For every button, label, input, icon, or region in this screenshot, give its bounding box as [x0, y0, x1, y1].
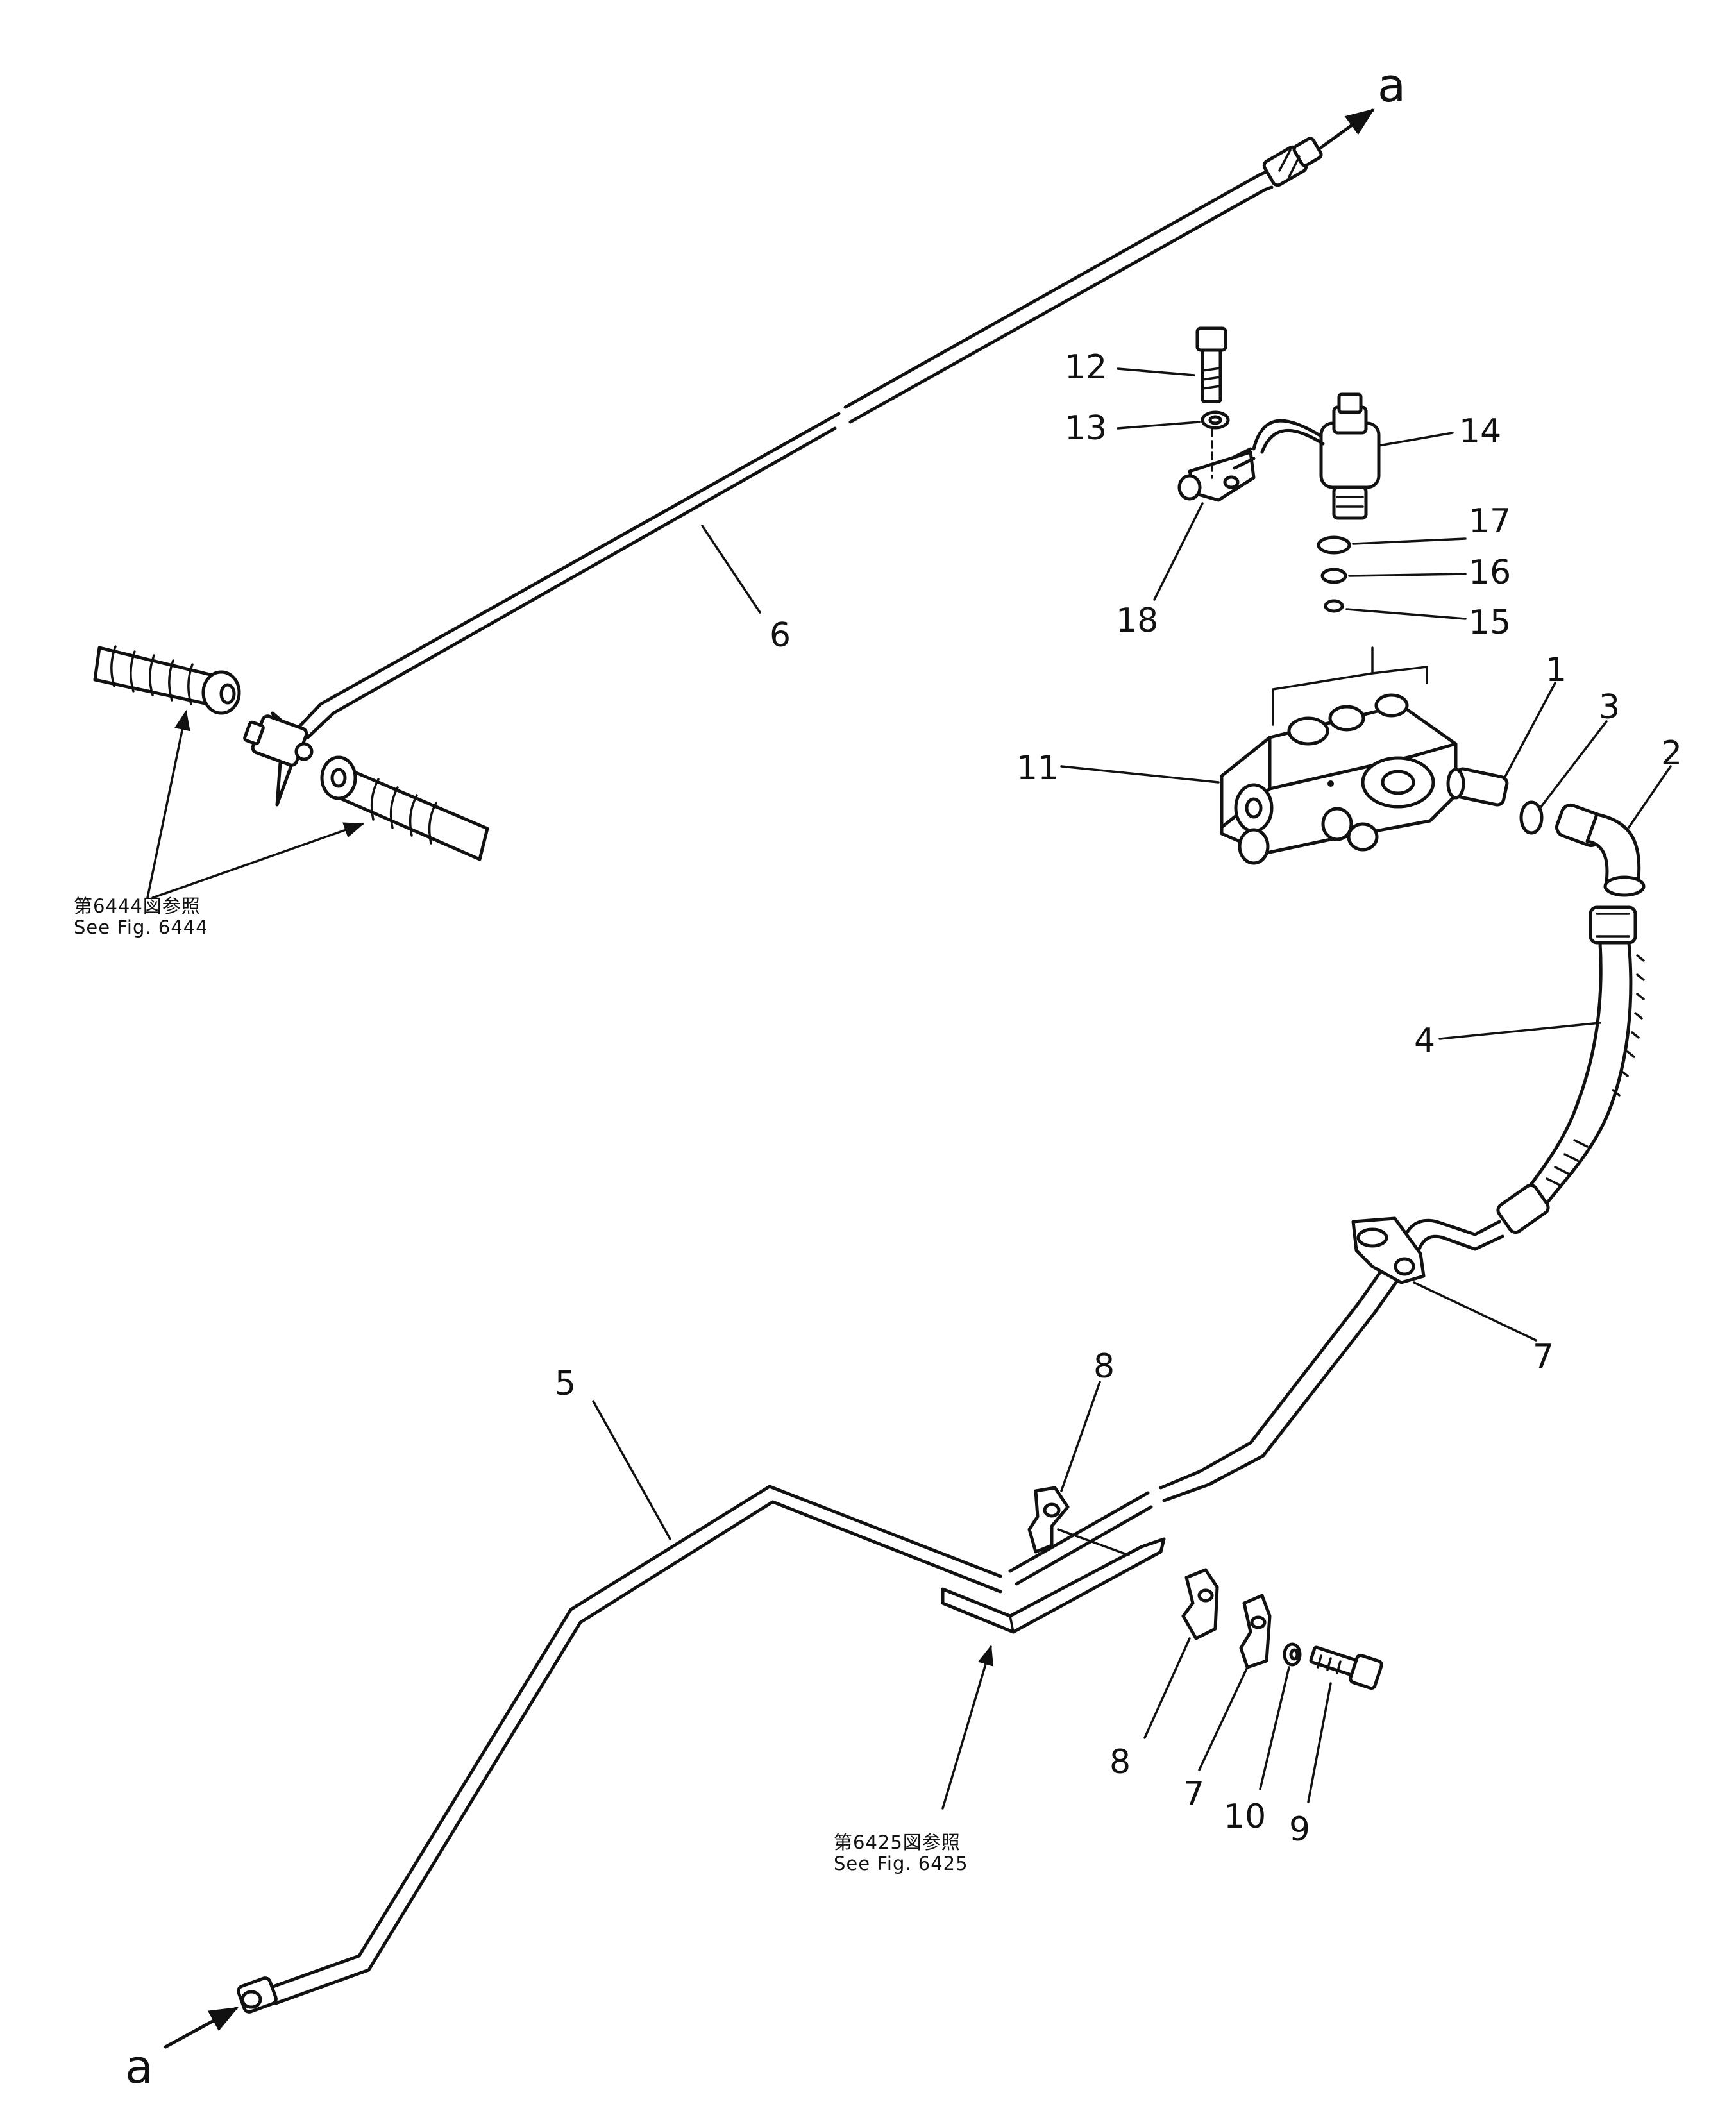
callout-13: 13 [1065, 409, 1107, 448]
leader-7-bottom [1198, 1666, 1249, 1771]
oring-16 [1320, 568, 1347, 584]
clamp-guide-line [1057, 1528, 1130, 1556]
fig6444-ref-en: See Fig. 6444 [74, 916, 208, 938]
fig6425-ref-en: See Fig. 6425 [834, 1853, 968, 1874]
leader-3 [1538, 720, 1608, 811]
tube-5 [267, 1218, 1504, 2005]
clamp-8-lower [1181, 1568, 1219, 1640]
callout-3: 3 [1599, 688, 1620, 727]
leader-13 [1117, 421, 1201, 430]
callout-1: 1 [1546, 651, 1567, 689]
leader-9 [1307, 1682, 1332, 1803]
hose-upper-left [93, 645, 241, 715]
fig6425-leader [941, 1644, 993, 1810]
bolt-12 [1195, 326, 1227, 403]
tube-6-left-fitting [243, 711, 314, 807]
leader-7-top [1413, 1281, 1537, 1342]
callout-9: 9 [1289, 1810, 1310, 1849]
leader-8-top [1060, 1381, 1101, 1492]
part-3-oring [1519, 800, 1544, 835]
valve-body-11 [1220, 693, 1458, 865]
leader-17 [1352, 537, 1467, 545]
part-1-adapter [1446, 767, 1509, 807]
tube-5-clamp-7 [1351, 1216, 1426, 1284]
connection-label-a-bottom: a [125, 2040, 153, 2094]
oring-17 [1317, 535, 1351, 555]
callout-2: 2 [1661, 734, 1682, 773]
leader-15 [1345, 608, 1467, 620]
fig6425-ref-jp: 第6425図参照 [834, 1831, 961, 1853]
fig6444-ref-jp: 第6444図参照 [74, 895, 201, 917]
callout-15: 15 [1469, 603, 1511, 642]
connection-mark-top: a [1319, 58, 1406, 149]
callout-7-bottom: 7 [1183, 1775, 1204, 1814]
callout-4: 4 [1414, 1022, 1435, 1060]
clamp-7-lower [1239, 1594, 1272, 1669]
callout-7-top: 7 [1533, 1338, 1554, 1376]
valve-top-bracket [1272, 646, 1428, 726]
hose-lower-left [320, 755, 489, 861]
tube-5-bundle [941, 1537, 1166, 1634]
connection-label-a-top: a [1378, 58, 1406, 112]
leader-5 [592, 1400, 671, 1540]
leader-14 [1378, 432, 1454, 447]
leader-11 [1060, 765, 1220, 784]
callout-8-bottom: 8 [1109, 1743, 1131, 1781]
clamp-18 [1177, 428, 1256, 502]
callout-10: 10 [1224, 1797, 1266, 1836]
hose-4 [1496, 905, 1645, 1234]
callout-16: 16 [1469, 553, 1511, 592]
leader-8-bottom [1143, 1637, 1191, 1739]
solenoid-14 [1252, 392, 1381, 520]
tube-5-end-fitting [237, 1976, 278, 2014]
leader-4 [1438, 1022, 1601, 1040]
bolt-9 [1309, 1645, 1383, 1690]
callout-17: 17 [1469, 502, 1511, 541]
leader-18 [1153, 502, 1204, 601]
tube-6-end-fitting [1262, 137, 1323, 187]
part-2-elbow [1555, 803, 1646, 897]
callout-18: 18 [1116, 602, 1158, 640]
leader-12 [1117, 367, 1195, 376]
leader-16 [1348, 573, 1467, 577]
callout-5: 5 [555, 1365, 576, 1403]
clamp-8-upper [1027, 1486, 1070, 1554]
washer-10 [1283, 1642, 1302, 1667]
oring-15 [1324, 599, 1344, 613]
callout-14: 14 [1459, 412, 1501, 451]
leader-10 [1259, 1666, 1290, 1790]
callout-8-top: 8 [1093, 1347, 1115, 1386]
callout-12: 12 [1065, 348, 1107, 387]
tube-6 [294, 170, 1274, 739]
leader-2 [1628, 765, 1672, 829]
fig6444-leaders [146, 709, 364, 899]
callout-6: 6 [770, 616, 791, 655]
callout-11: 11 [1016, 749, 1059, 787]
connection-mark-bottom: a [125, 2007, 239, 2094]
leader-6 [701, 525, 761, 614]
leader-1 [1503, 682, 1556, 780]
